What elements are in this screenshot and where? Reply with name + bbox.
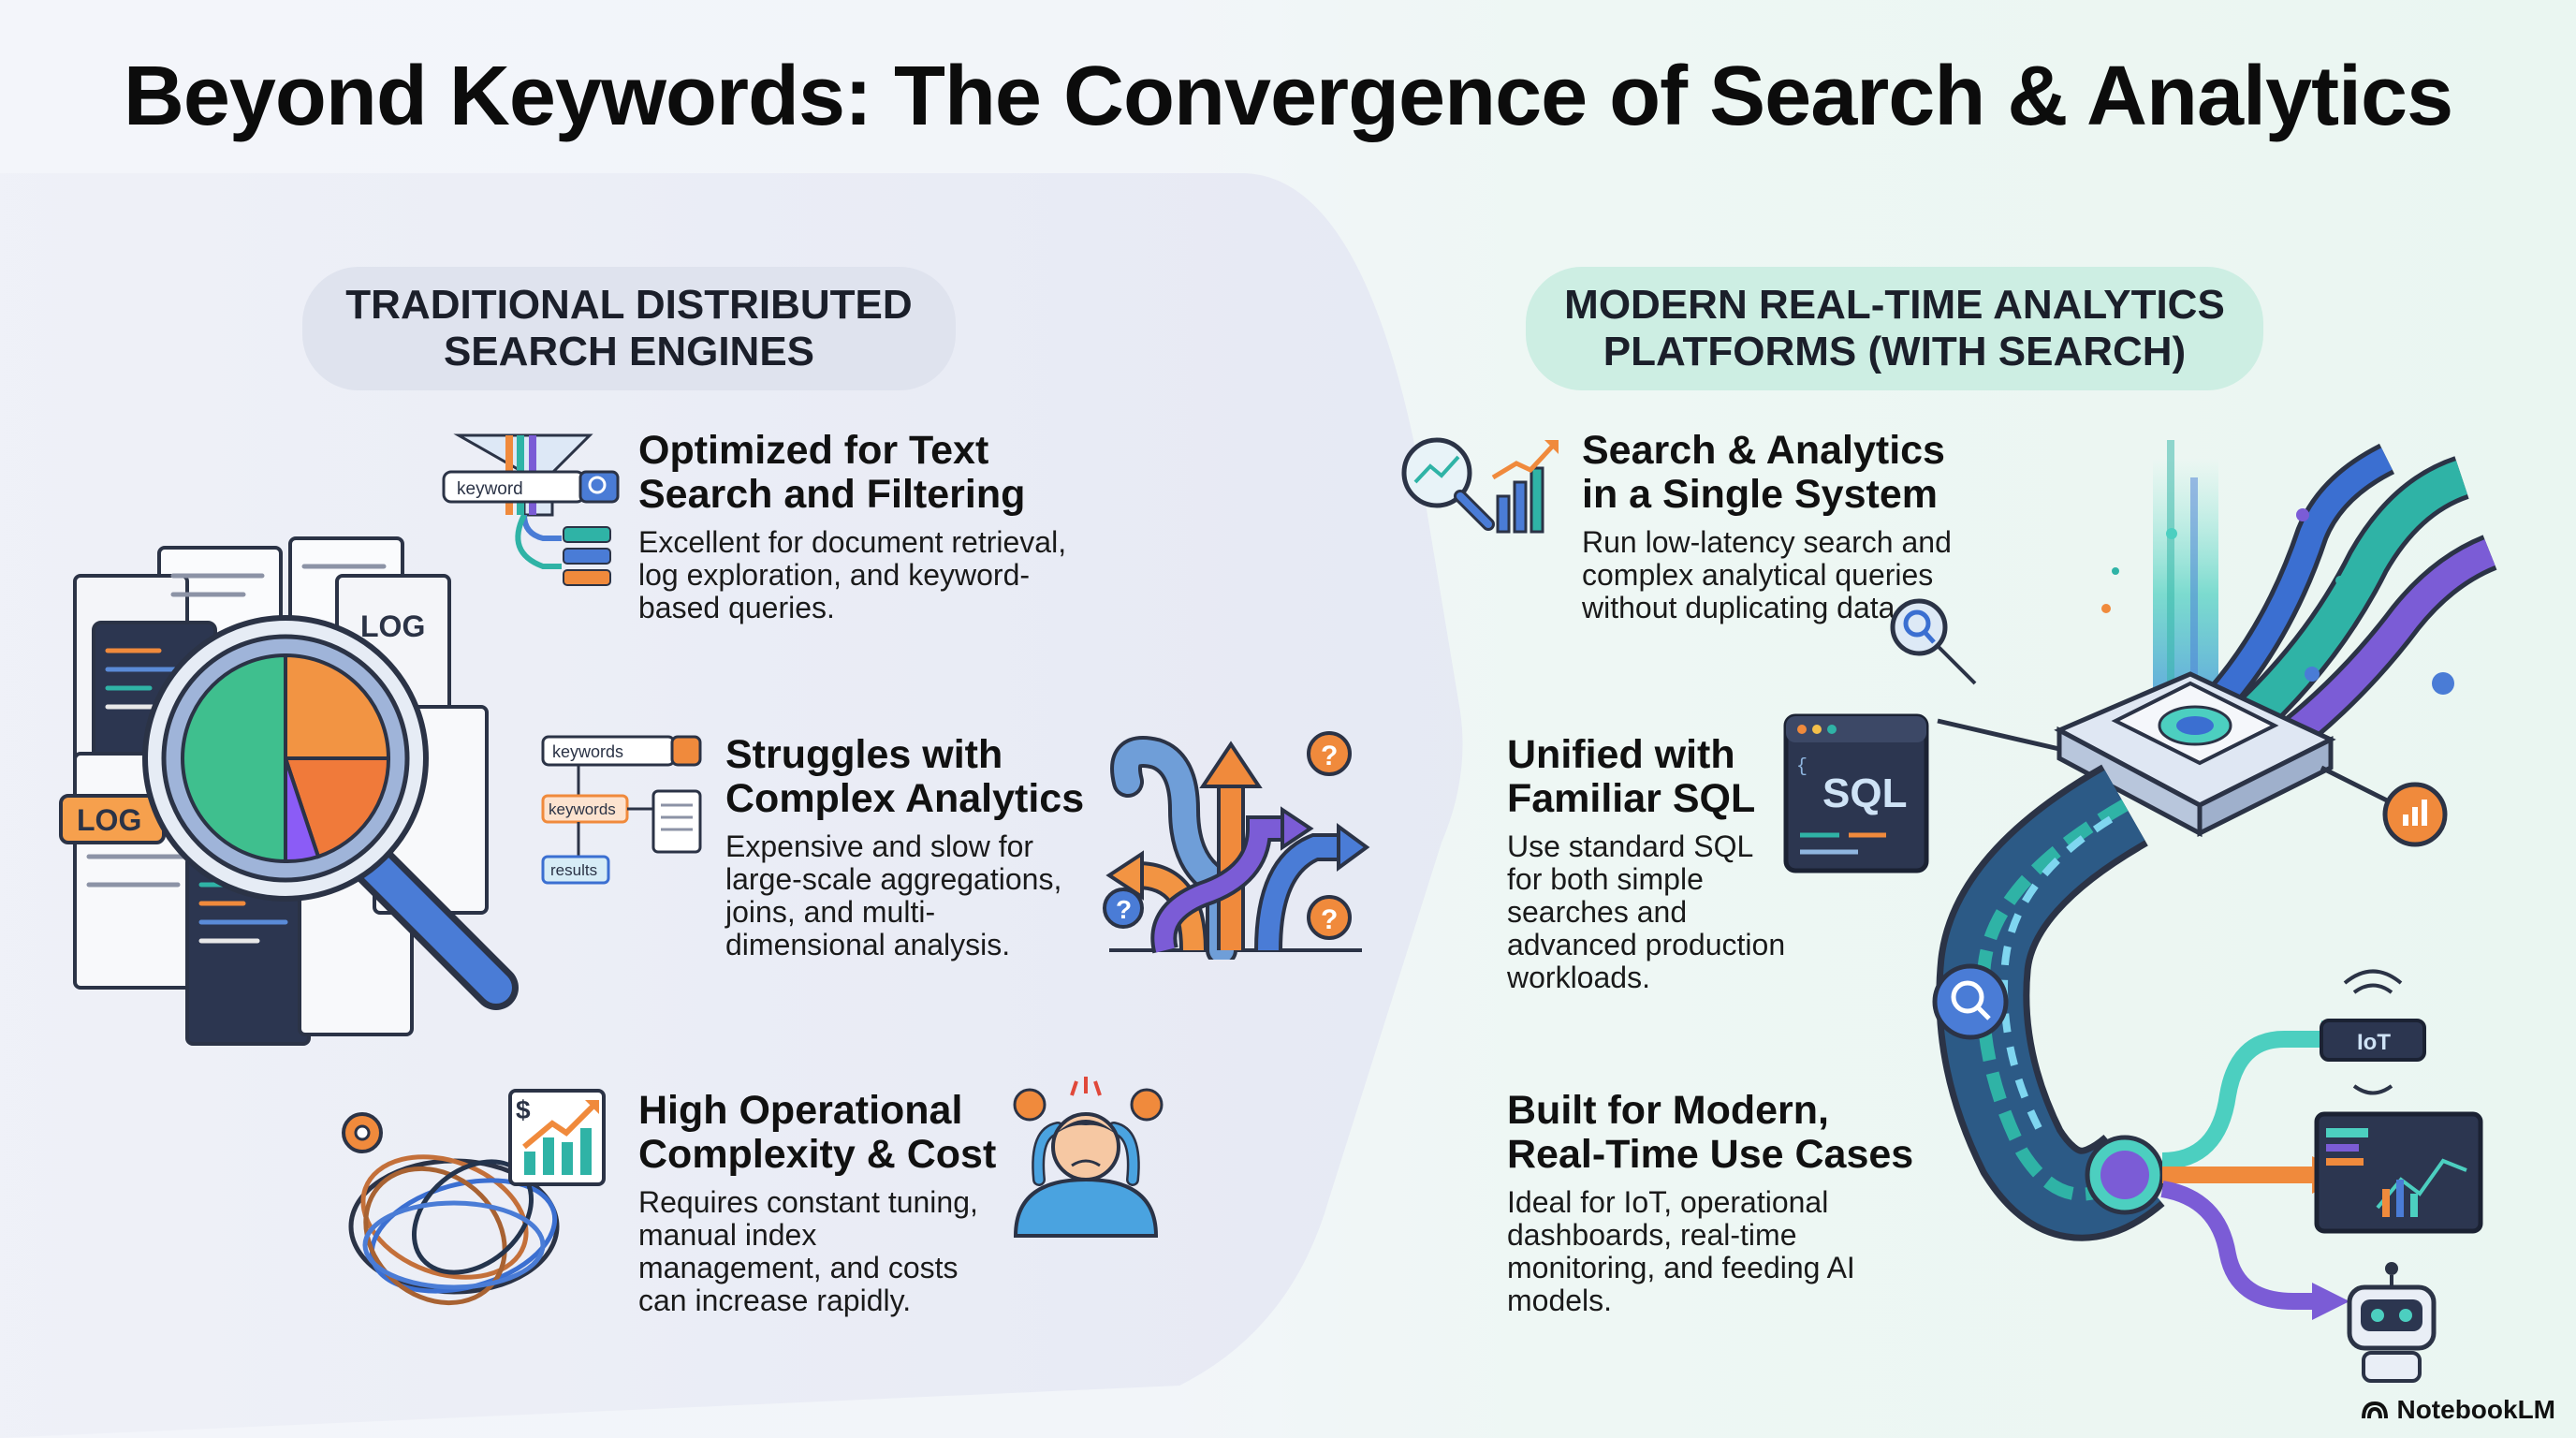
left-item-2-body: Expensive and slow for large-scale aggre… bbox=[725, 829, 1062, 961]
tangled-wires-icon: $ bbox=[342, 1089, 606, 1306]
sql-window-icon: { SQL bbox=[1783, 713, 1929, 873]
query-keywords-text: keywords bbox=[552, 742, 623, 761]
stressed-person-icon bbox=[1013, 1077, 1164, 1238]
search-chart-icon bbox=[1401, 437, 1559, 534]
right-header-line2: PLATFORMS (WITH SEARCH) bbox=[1603, 329, 2187, 374]
left-header-pill: TRADITIONAL DISTRIBUTED SEARCH ENGINES bbox=[302, 267, 956, 390]
magnifier bbox=[142, 615, 519, 1010]
log-label-text-b: LOG bbox=[77, 803, 141, 837]
left-header-line2: SEARCH ENGINES bbox=[443, 329, 815, 374]
svg-text:?: ? bbox=[1116, 895, 1132, 924]
log-label-text-a: LOG bbox=[360, 609, 425, 643]
notebooklm-logo-icon bbox=[2362, 1401, 2389, 1419]
svg-text:?: ? bbox=[1321, 741, 1338, 771]
right-header-line1: MODERN REAL-TIME ANALYTICS bbox=[1564, 282, 2225, 328]
log-label-orange: LOG bbox=[59, 794, 166, 844]
brand-watermark: NotebookLM bbox=[2361, 1395, 2555, 1425]
left-item-3-body: Requires constant tuning, manual index m… bbox=[638, 1185, 978, 1317]
page-title: Beyond Keywords: The Convergence of Sear… bbox=[123, 50, 2453, 143]
dollar-sign-text: $ bbox=[516, 1095, 531, 1124]
query-results-text: results bbox=[550, 861, 597, 879]
data-pipeline-illustration: IoT bbox=[1890, 440, 2497, 1383]
right-item-1-body: Run low-latency search and complex analy… bbox=[1582, 525, 1952, 624]
svg-text:?: ? bbox=[1321, 904, 1338, 935]
svg-text:{: { bbox=[1796, 756, 1808, 778]
query-flow-icon: keywords keywords results bbox=[541, 735, 702, 885]
query-keywords-text-2: keywords bbox=[549, 800, 616, 818]
left-header-line1: TRADITIONAL DISTRIBUTED bbox=[345, 282, 913, 328]
keyword-field-text: keyword bbox=[457, 479, 523, 499]
search-funnel-icon: keyword bbox=[442, 433, 620, 586]
pie-in-lens bbox=[181, 653, 391, 864]
iot-label-text: IoT bbox=[2357, 1030, 2391, 1055]
right-item-3: Built for Modern,Real-Time Use Cases Ide… bbox=[1507, 1089, 1938, 1317]
right-item-2-body: Use standard SQL for both simple searche… bbox=[1507, 829, 1786, 994]
sql-label-text: SQL bbox=[1822, 770, 1907, 816]
documents-magnifier-illustration: LOG LOG bbox=[59, 536, 519, 1046]
right-item-3-body: Ideal for IoT, operational dashboards, r… bbox=[1507, 1185, 1855, 1317]
left-item-1-body: Excellent for document retrieval, log ex… bbox=[638, 525, 1067, 624]
tangled-arrows-icon: ? ? ? bbox=[1103, 731, 1370, 960]
right-header-pill: MODERN REAL-TIME ANALYTICS PLATFORMS (WI… bbox=[1526, 267, 2263, 390]
brand-text: NotebookLM bbox=[2396, 1395, 2555, 1424]
right-item-3-title: Built for Modern,Real-Time Use Cases bbox=[1507, 1088, 1914, 1177]
